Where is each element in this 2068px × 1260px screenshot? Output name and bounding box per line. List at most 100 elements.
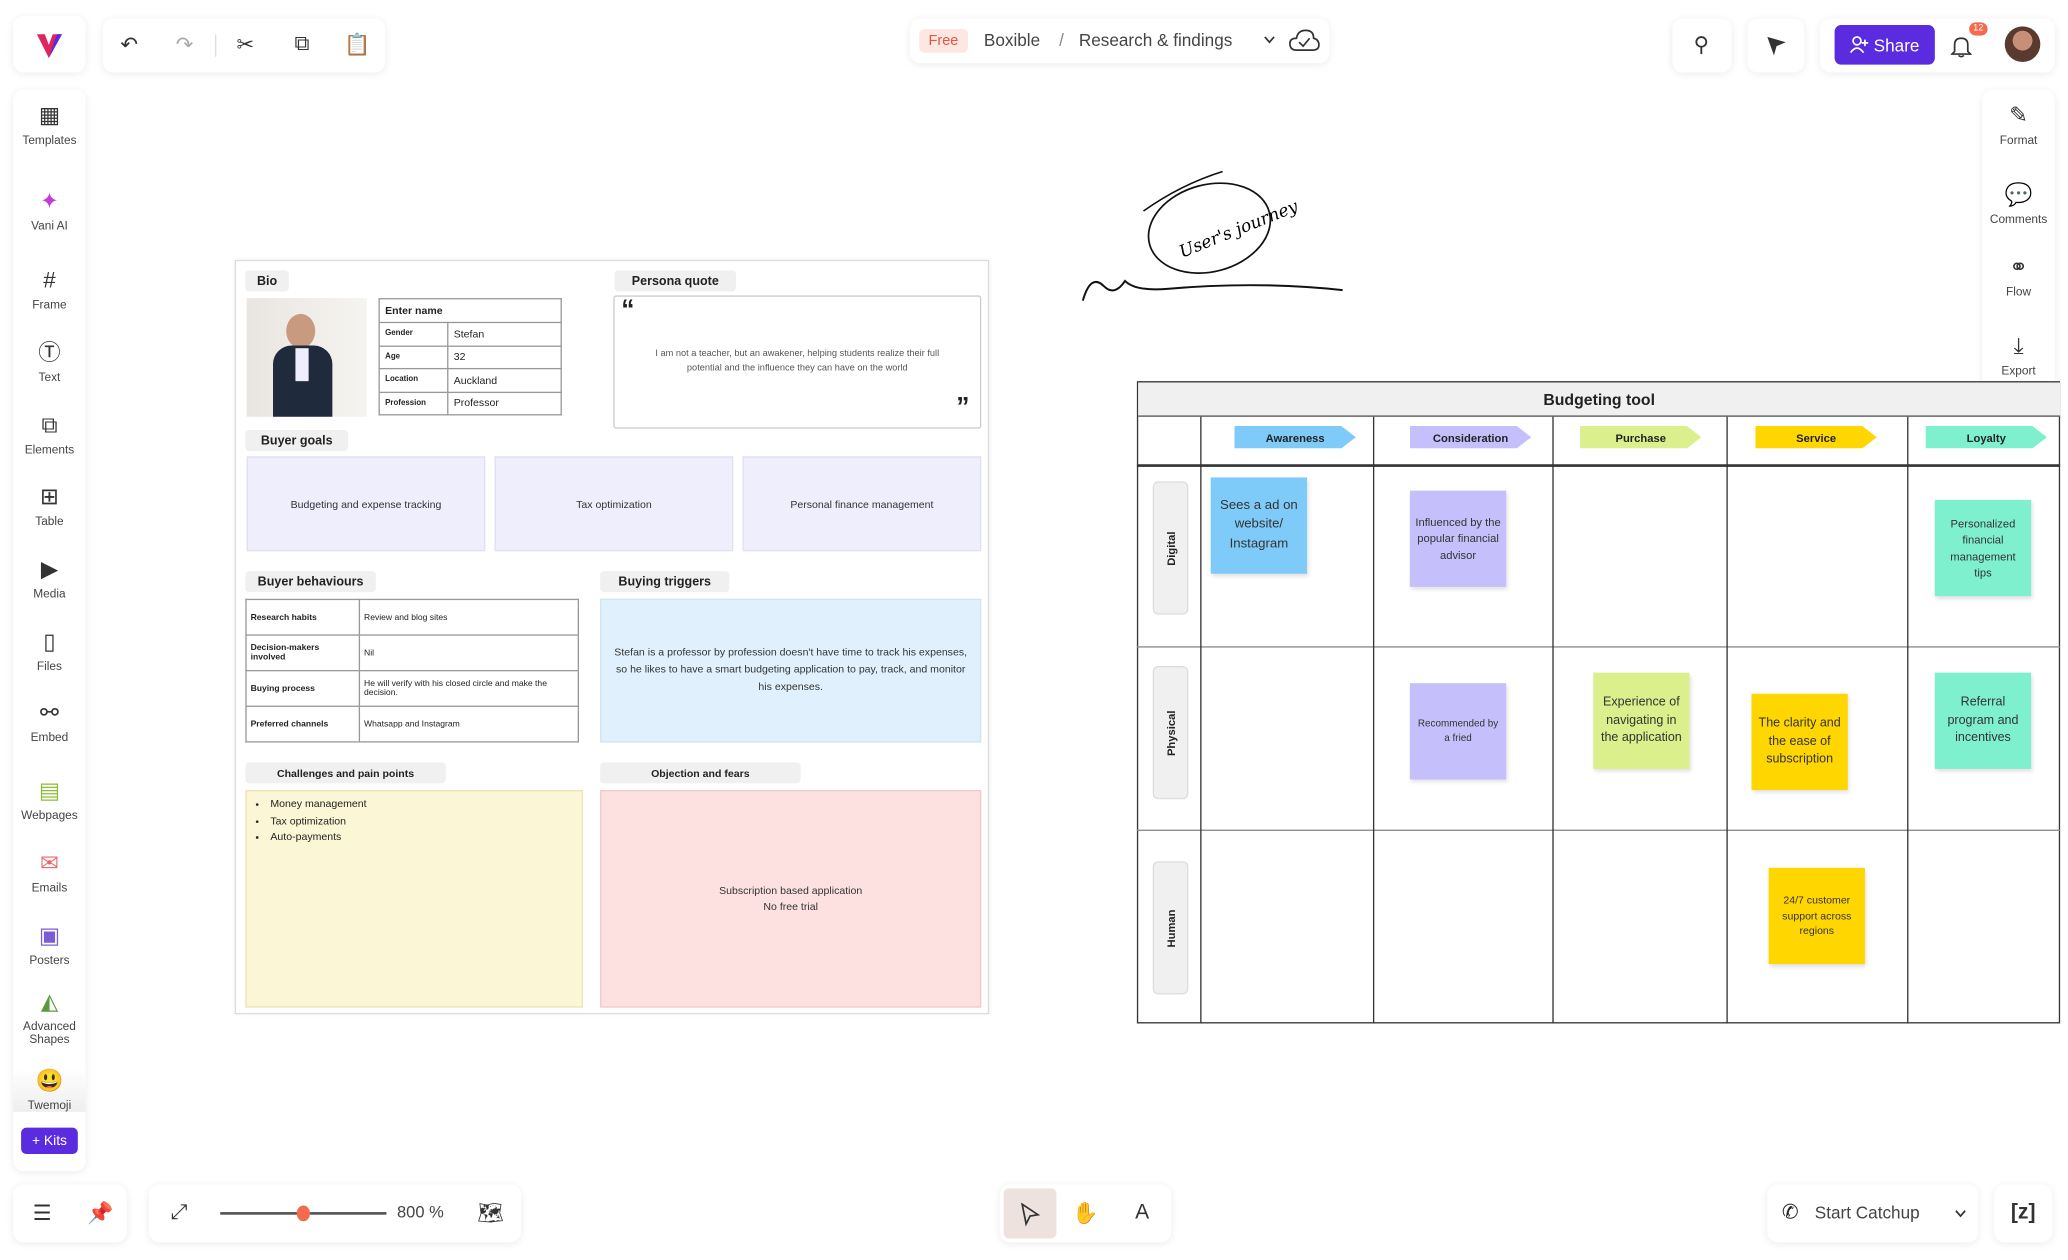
undo-icon[interactable]: ↶ [120, 34, 139, 57]
workspace-link[interactable]: Boxible [983, 30, 1041, 51]
sidebar-item-comments[interactable]: 💬Comments [1982, 182, 2055, 226]
copy-icon[interactable]: ⧉ [294, 32, 310, 56]
sticky-note[interactable]: The clarity and the ease of subscription [1751, 693, 1848, 791]
sidebar-label: Templates [22, 133, 77, 147]
app-logo[interactable] [13, 15, 86, 73]
sidebar-item-advanced-shapes[interactable]: ◭Advanced Shapes [13, 989, 86, 1046]
cut-icon[interactable]: ✂ [236, 34, 255, 57]
sidebar-item-emails[interactable]: ✉Emails [13, 851, 86, 895]
sticky-note[interactable]: Referral program and incentives [1934, 672, 2032, 769]
plan-badge[interactable]: Free [919, 29, 968, 53]
sidebar-item-table[interactable]: ⊞Table [13, 484, 86, 528]
challenges-box[interactable]: Money managementTax optimizationAuto-pay… [245, 790, 583, 1008]
sidebar-label: Twemoji [27, 1098, 72, 1112]
redo-icon[interactable]: ↷ [175, 34, 194, 57]
field-value[interactable]: Professor [447, 391, 562, 416]
quote-text: I am not a teacher, but an awakener, hel… [655, 349, 940, 373]
sticky-note[interactable]: Recommended by a fried [1409, 683, 1507, 780]
name-field[interactable]: Enter name [378, 298, 562, 324]
sidebar-item-export[interactable]: ⤓Export [1982, 334, 2055, 378]
stage-consideration[interactable]: Consideration [1409, 426, 1532, 449]
sidebar-item-webpages[interactable]: ▤Webpages [13, 778, 86, 822]
sidebar-item-vani-ai[interactable]: ✦Vani AI [13, 189, 86, 233]
chevron-down-icon[interactable] [1955, 1209, 1967, 1218]
behaviour-value[interactable]: Whatsapp and Instagram [358, 705, 579, 743]
buyer-behaviours-label: Buyer behaviours [245, 571, 376, 593]
sidebar-item-twemoji[interactable]: 😃Twemoji [13, 1068, 86, 1112]
kits-button[interactable]: + Kits [21, 1127, 78, 1155]
sticky-note[interactable]: Experience of navigating in the applicat… [1593, 672, 1690, 769]
select-tool[interactable] [1003, 1188, 1057, 1239]
field-value[interactable]: 32 [447, 344, 562, 370]
frame-icon: # [43, 267, 56, 293]
paste-icon[interactable]: 📋 [344, 34, 371, 57]
zoom-toolbar: ⤢ 800 % 🗺 [149, 1184, 521, 1243]
sidebar-item-elements[interactable]: ⧉Elements [13, 413, 86, 457]
catchup-label: Start Catchup [1814, 1202, 1920, 1223]
hand-icon[interactable]: ✋ [1072, 1202, 1099, 1226]
users-journey-sketch[interactable]: User's journey [1075, 165, 1352, 310]
stage-purchase[interactable]: Purchase [1580, 426, 1702, 449]
stage-service[interactable]: Service [1755, 426, 1877, 449]
sticky-note[interactable]: Influenced by the popular financial advi… [1409, 490, 1507, 587]
share-button[interactable]: Share [1834, 25, 1935, 65]
goal-card[interactable]: Personal finance management [742, 456, 982, 552]
behaviour-value[interactable]: Review and blog sites [358, 598, 579, 636]
field-value[interactable]: Auckland [447, 367, 562, 393]
list-item: Tax optimization [270, 813, 581, 829]
focus-mode-button[interactable]: [z] [1994, 1184, 2053, 1243]
sidebar-item-files[interactable]: ▯Files [13, 629, 86, 673]
field-label: Profession [378, 391, 449, 416]
sidebar-label: Elements [24, 443, 75, 457]
sidebar-item-flow[interactable]: ⚭Flow [1982, 255, 2055, 299]
layers-icon[interactable]: ☰ [32, 1202, 52, 1226]
zoom-slider-handle[interactable] [296, 1205, 310, 1222]
stage-awareness[interactable]: Awareness [1234, 426, 1356, 449]
bell-icon[interactable] [1950, 34, 1972, 58]
file-icon: ▯ [43, 629, 56, 655]
document-title[interactable]: Research & findings [1078, 30, 1233, 51]
persona-quote-label: Persona quote [614, 270, 736, 292]
fullscreen-icon[interactable]: ⤢ [170, 1201, 188, 1224]
sticky-note[interactable]: Sees a ad on website/ Instagram [1210, 477, 1308, 574]
minimap-icon[interactable]: 🗺 [477, 1202, 505, 1226]
goal-card[interactable]: Tax optimization [494, 456, 734, 552]
avatar[interactable] [2004, 26, 2041, 62]
sidebar-item-media[interactable]: ▶Media [13, 557, 86, 601]
sidebar-item-embed[interactable]: ⚯Embed [13, 700, 86, 744]
behaviour-label: Decision-makers involved [245, 634, 361, 672]
presenter-cursor-button[interactable] [1747, 18, 1805, 73]
pin-icon[interactable]: 📌 [87, 1202, 114, 1226]
sidebar-item-frame[interactable]: #Frame [13, 268, 86, 312]
pen-icon[interactable]: A [1135, 1201, 1150, 1224]
stage-loyalty[interactable]: Loyalty [1925, 426, 2047, 449]
behaviour-value[interactable]: He will verify with his closed circle an… [358, 670, 579, 707]
behaviour-label: Buying process [245, 670, 361, 707]
poster-icon: ▣ [38, 923, 61, 949]
bio-label: Bio [245, 270, 289, 292]
sidebar-item-templates[interactable]: ▦Templates [13, 103, 86, 147]
search-button[interactable]: ⚲ [1672, 18, 1732, 73]
sidebar-item-format[interactable]: ✎Format [1982, 103, 2055, 147]
row-label-physical: Physical [1152, 666, 1189, 800]
sidebar-item-posters[interactable]: ▣ Posters [13, 923, 86, 967]
buying-triggers-text[interactable]: Stefan is a professor by profession does… [600, 598, 982, 743]
goal-card[interactable]: Budgeting and expense tracking [246, 456, 486, 552]
text-icon: Ⓣ [38, 340, 61, 366]
start-catchup-button[interactable]: ✆ Start Catchup [1767, 1184, 1979, 1243]
sidebar-label: Flow [2006, 284, 2032, 299]
chevron-down-icon[interactable] [1264, 36, 1276, 45]
sidebar-label: Vani AI [31, 218, 68, 233]
behaviour-value[interactable]: Nil [358, 634, 579, 672]
sidebar-label: Emails [31, 881, 68, 895]
zoom-level[interactable]: 800 % [396, 1202, 444, 1222]
sticky-note[interactable]: Personalized financial management tips [1934, 499, 2032, 597]
persona-quote[interactable]: I am not a teacher, but an awakener, hel… [613, 295, 982, 429]
field-value[interactable]: Stefan [447, 321, 562, 347]
sticky-note[interactable]: 24/7 customer support across regions [1768, 867, 1865, 965]
sidebar-label: Posters [29, 953, 70, 967]
